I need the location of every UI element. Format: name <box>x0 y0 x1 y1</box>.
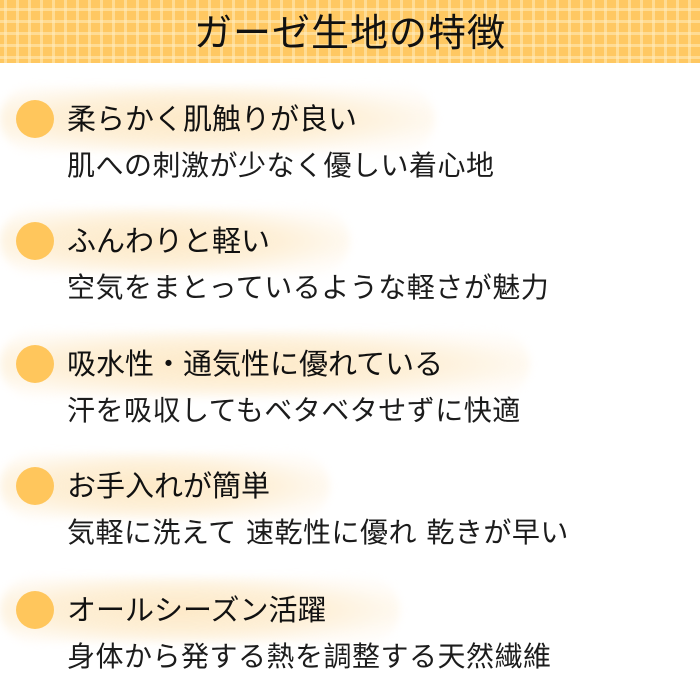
feature-description: 空気をまとっているような軽さが魅力 <box>67 271 550 304</box>
feature-item: 柔らかく肌触りが良い 肌への刺激が少なく優しい着心地 <box>0 86 700 206</box>
circle-bullet-icon <box>16 345 54 383</box>
feature-title: 柔らかく肌触りが良い <box>67 102 358 136</box>
feature-title: ふんわりと軽い <box>67 224 271 258</box>
heading-glow <box>0 331 530 397</box>
feature-description: 肌への刺激が少なく優しい着心地 <box>67 149 495 182</box>
feature-description: 気軽に洗えて 速乾性に優れ 乾きが早い <box>67 516 569 549</box>
circle-bullet-icon <box>16 591 54 629</box>
feature-title: オールシーズン活躍 <box>67 593 327 627</box>
feature-title: お手入れが簡単 <box>67 469 271 503</box>
page-title: ガーゼ生地の特徴 <box>193 10 506 55</box>
feature-description: 身体から発する熱を調整する天然繊維 <box>67 640 552 673</box>
heading-glow <box>0 86 435 152</box>
feature-description: 汗を吸収してもベタベタせずに快適 <box>67 394 521 427</box>
circle-bullet-icon <box>16 467 54 505</box>
circle-bullet-icon <box>16 100 54 138</box>
circle-bullet-icon <box>16 222 54 260</box>
heading-glow <box>0 577 400 643</box>
heading-glow <box>0 208 350 274</box>
feature-item: 吸水性・通気性に優れている 汗を吸収してもベタベタせずに快適 <box>0 331 700 451</box>
feature-item: オールシーズン活躍 身体から発する熱を調整する天然繊維 <box>0 577 700 697</box>
feature-item: ふんわりと軽い 空気をまとっているような軽さが魅力 <box>0 208 700 328</box>
feature-title: 吸水性・通気性に優れている <box>67 347 444 381</box>
feature-item: お手入れが簡単 気軽に洗えて 速乾性に優れ 乾きが早い <box>0 453 700 573</box>
heading-glow <box>0 453 330 519</box>
header-banner: ガーゼ生地の特徴 <box>0 0 700 63</box>
